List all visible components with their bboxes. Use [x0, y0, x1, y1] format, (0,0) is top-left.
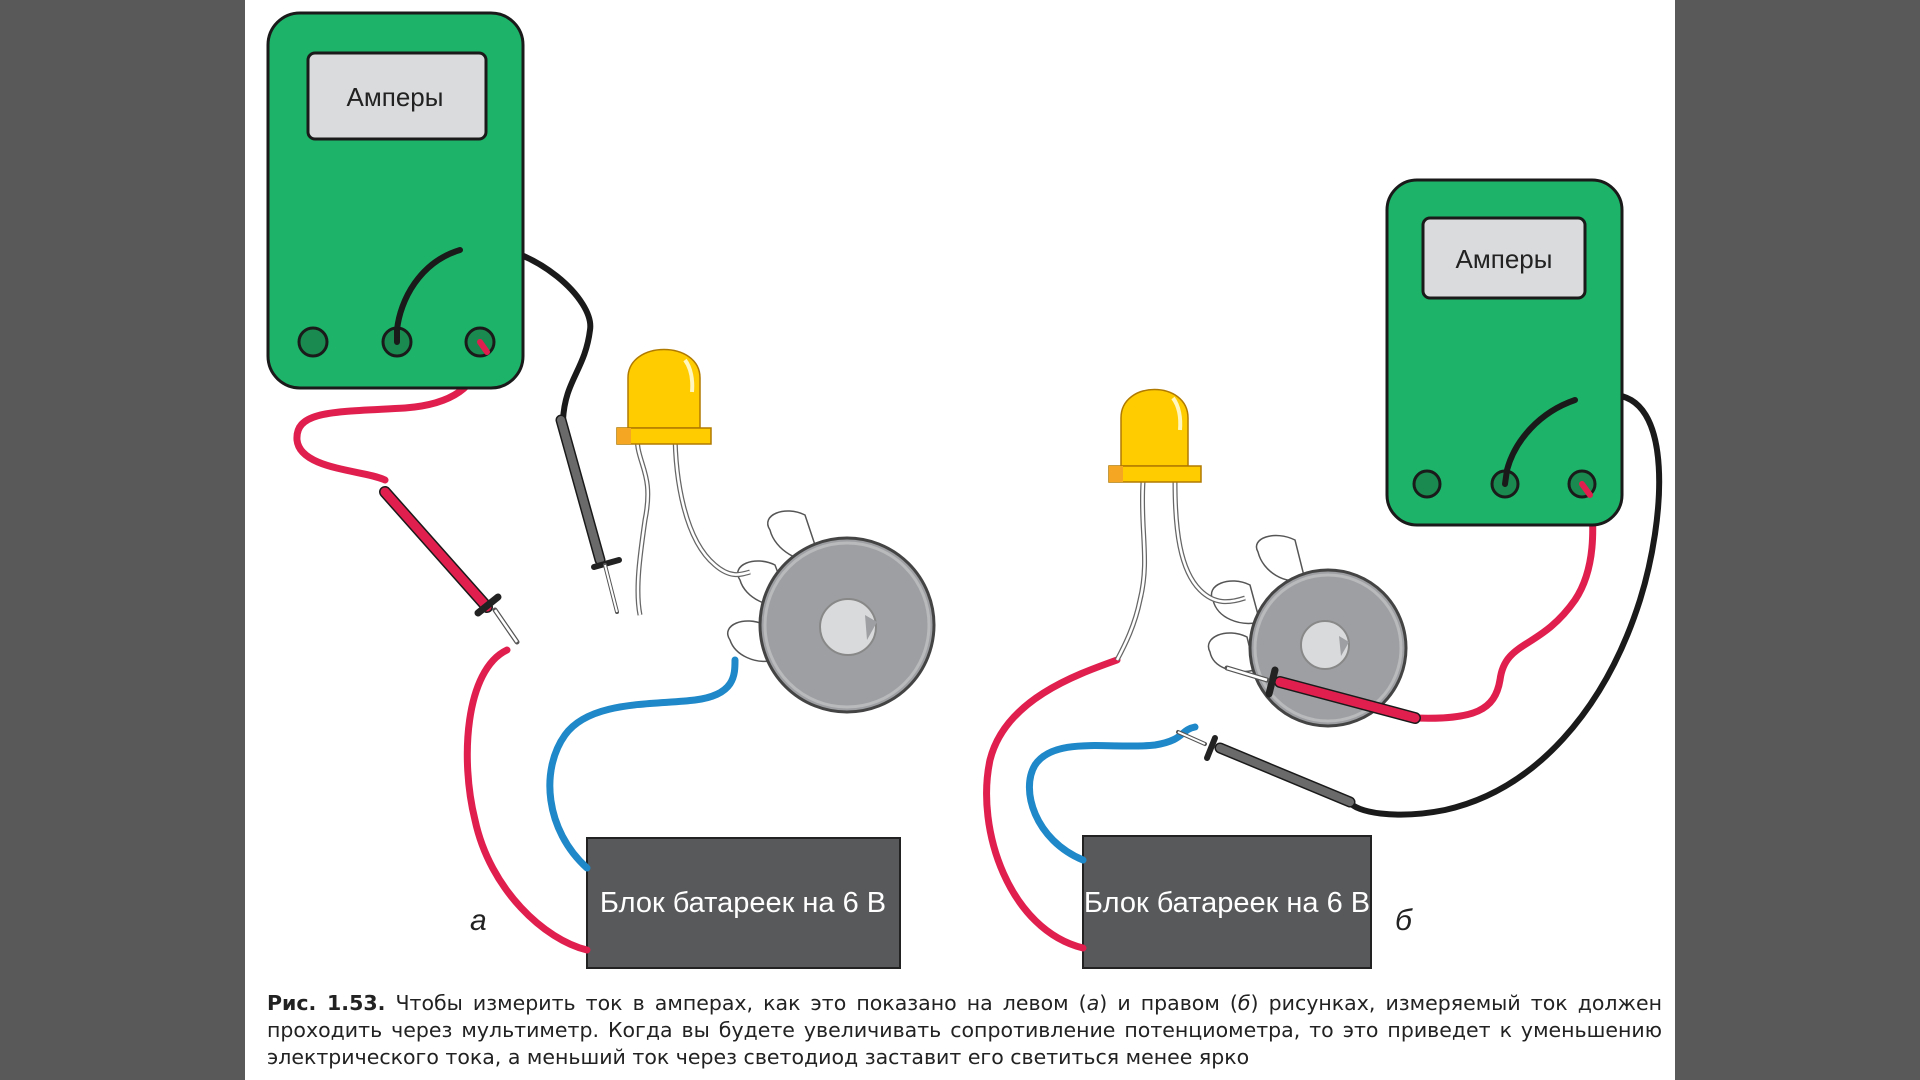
red-probe-a: [379, 486, 520, 645]
red-wire-b-right: [1411, 481, 1597, 722]
led-b: [1108, 388, 1246, 662]
battery-pack-a: [586, 837, 901, 969]
panel-label-b: б: [1395, 904, 1413, 937]
black-probe-b: [1176, 730, 1356, 808]
meter-label-b: Амперы: [1456, 244, 1553, 274]
figure-page: Блок батареек на 6 В: [245, 0, 1675, 1080]
black-probe-a: [555, 414, 622, 614]
potentiometer-b: [1207, 534, 1408, 728]
circuit-diagram: Блок батареек на 6 В: [266, 11, 1663, 969]
red-probe-b: [1224, 665, 1421, 724]
blue-wire-a: [546, 656, 739, 872]
battery-label-a: Блок батареек на 6 В: [600, 887, 886, 919]
potentiometer-a: [727, 510, 936, 714]
caption-text-1: Чтобы измерить ток в амперах, как это по…: [385, 991, 1087, 1015]
terminal-a-1: [297, 326, 329, 358]
battery-pack-b: [1082, 835, 1372, 969]
panel-b: Блок батареек на 6 В: [983, 178, 1663, 969]
terminal-b-1: [1412, 469, 1442, 499]
red-wire-b-left: [983, 656, 1121, 952]
multimeter-b: Амперы: [1385, 178, 1624, 527]
battery-label-b: Блок батареек на 6 В: [1084, 887, 1370, 919]
meter-display-b: [1421, 216, 1587, 300]
caption-ref-a: а: [1086, 991, 1100, 1015]
blue-wire-b: [1025, 723, 1199, 864]
red-wire-a-upper: [293, 338, 484, 484]
caption-text-3: ) рисунках, измеряемый ток должен проход…: [267, 991, 1663, 1069]
panel-label-a: а: [470, 904, 487, 937]
caption-ref-b: б: [1237, 991, 1251, 1015]
caption-figure-id: Рис. 1.53.: [267, 991, 386, 1015]
led-a: [616, 348, 751, 616]
caption-text-2: ) и правом (: [1099, 991, 1238, 1015]
meter-display-a: [306, 51, 488, 141]
figure-caption: Рис. 1.53. Чтобы измерить ток в амперах,…: [267, 990, 1662, 1071]
panel-a: Блок батареек на 6 В: [266, 11, 936, 969]
multimeter-a: Амперы: [266, 11, 525, 390]
meter-label-a: Амперы: [347, 82, 444, 112]
red-wire-a-lower: [463, 646, 591, 954]
